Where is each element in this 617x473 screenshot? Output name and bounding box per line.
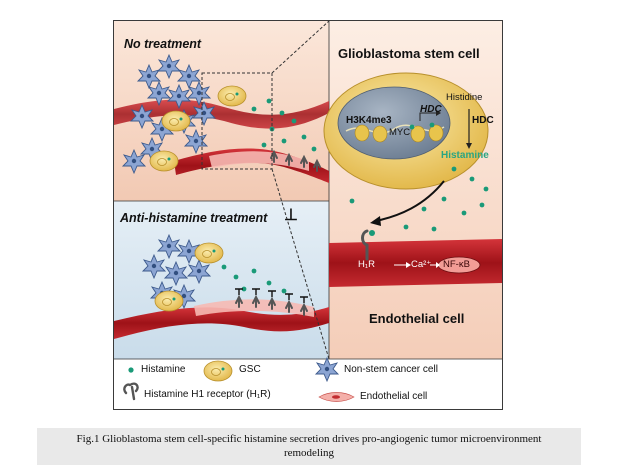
figure-panel: No treatment Anti-histamine treatment ⊥ …	[113, 20, 503, 410]
hdc-gene-label: HDC	[420, 104, 442, 115]
panel-title-anti-histamine: Anti-histamine treatment	[120, 211, 268, 225]
ca-label: Ca²⁺	[411, 259, 432, 270]
legend-h1-receptor: Histamine H1 receptor (H₁R)	[144, 389, 271, 400]
nfkb-label: NF-κB	[443, 259, 470, 270]
myc-label: MYC	[389, 127, 411, 138]
legend-endothelial: Endothelial cell	[360, 391, 428, 402]
h1r-label: H₁R	[358, 259, 375, 270]
gsc-title: Glioblastoma stem cell	[338, 46, 480, 61]
histamine-product-label: Histamine	[441, 150, 489, 161]
legend-histamine-icon	[128, 367, 134, 373]
hdc-enzyme-label: HDC	[472, 115, 494, 126]
panel-title-no-treatment: No treatment	[124, 37, 202, 51]
histidine-label: Histidine	[446, 92, 483, 103]
caption-line-1: Fig.1 Glioblastoma stem cell-specific hi…	[76, 433, 542, 445]
blocker-symbol: ⊥	[284, 207, 298, 224]
diagram-artwork	[114, 21, 502, 402]
legend-gsc: GSC	[239, 364, 261, 375]
h3k4me3-label: H3K4me3	[346, 115, 392, 126]
caption-line-2: remodeling	[283, 447, 335, 459]
legend-histamine: Histamine	[141, 364, 186, 375]
figure-caption: Fig.1 Glioblastoma stem cell-specific hi…	[37, 428, 581, 465]
endothelial-title: Endothelial cell	[369, 311, 465, 326]
legend-non-stem: Non-stem cancer cell	[344, 364, 438, 375]
